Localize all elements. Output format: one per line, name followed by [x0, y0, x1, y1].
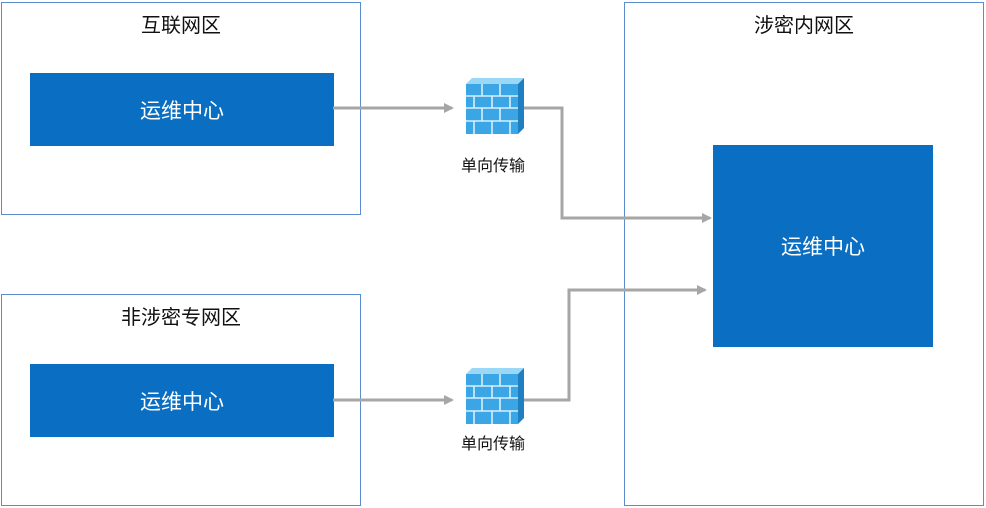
- zone-internet-title: 互联网区: [141, 13, 221, 37]
- gateway-label-top: 单向传输: [460, 156, 525, 175]
- zone-internet: 互联网区 运维中心: [1, 2, 361, 215]
- ops-center-secret: 运维中心: [713, 145, 933, 347]
- firewall-icon: [458, 76, 528, 136]
- ops-center-non-secret: 运维中心: [30, 364, 334, 437]
- zone-secret: 涉密内网区 运维中心: [624, 2, 984, 506]
- zone-non-secret-title: 非涉密专网区: [121, 305, 241, 329]
- ops-center-internet: 运维中心: [30, 73, 334, 146]
- zone-non-secret: 非涉密专网区 运维中心: [1, 294, 361, 506]
- firewall-icon: [458, 366, 528, 426]
- zone-secret-title: 涉密内网区: [754, 13, 854, 37]
- gateway-label-bottom: 单向传输: [460, 434, 525, 453]
